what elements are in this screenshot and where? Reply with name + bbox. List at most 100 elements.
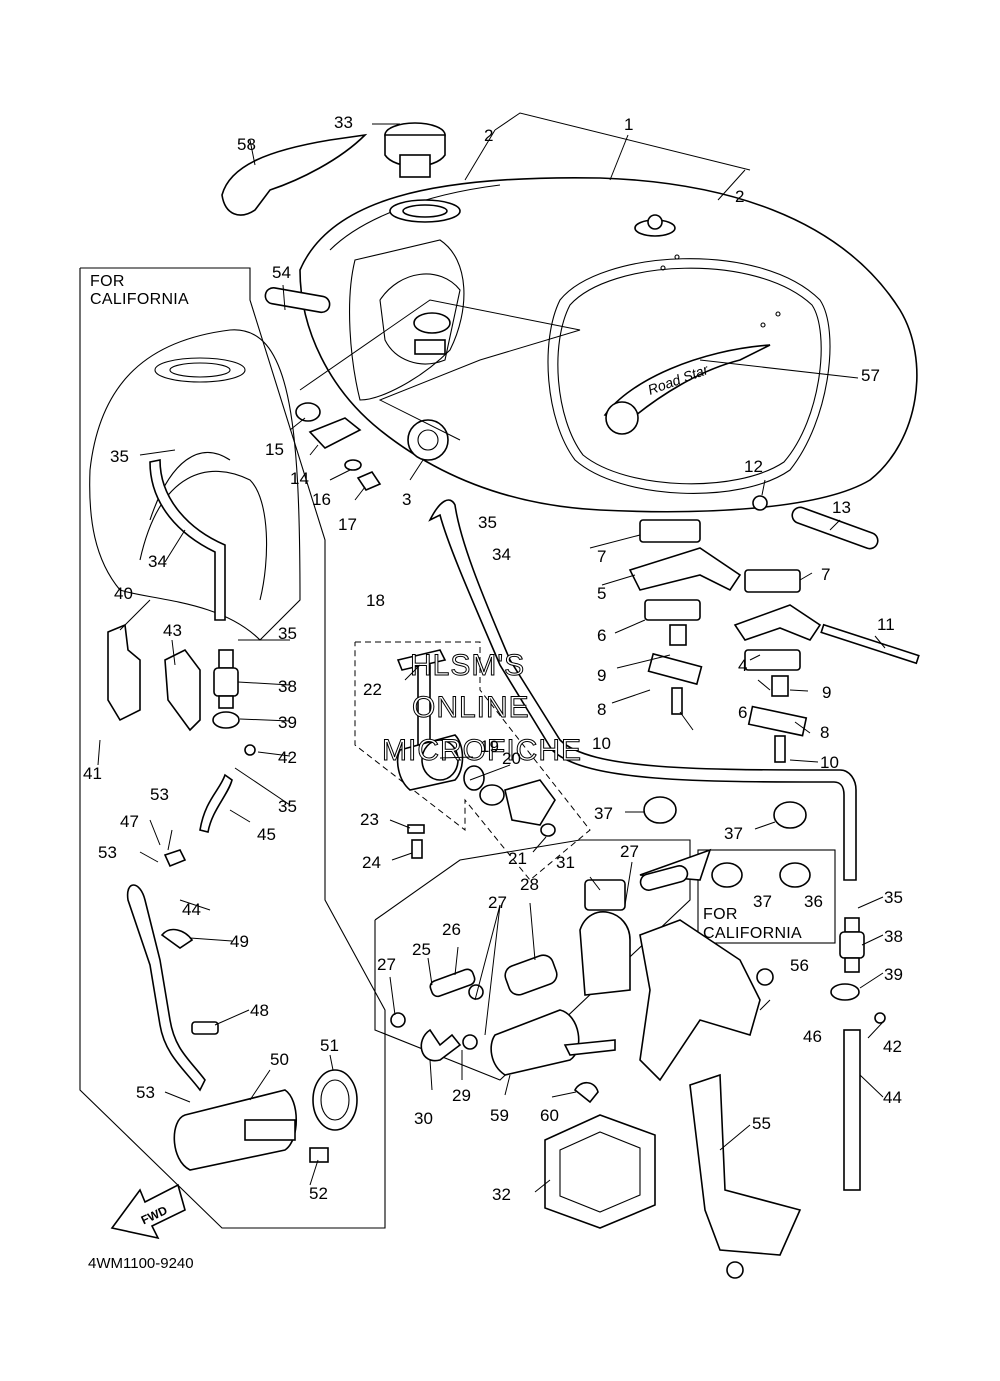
leader-lines: [97, 112, 886, 1193]
callout-9-b: 9: [822, 683, 831, 702]
callout-53-c: 53: [136, 1083, 155, 1102]
callout-30: 30: [414, 1109, 433, 1128]
petcock-group: [354, 641, 591, 881]
california-box-right-label-1: FOR: [703, 906, 738, 923]
callout-7-a: 7: [597, 547, 606, 566]
callout-37-a: 37: [594, 804, 613, 823]
callout-40: 40: [114, 584, 133, 603]
callout-35-e: 35: [884, 888, 903, 907]
callout-6-b: 6: [738, 703, 747, 722]
california-box-left-label-2: CALIFORNIA: [90, 291, 189, 308]
tank-inner-cutout: [379, 273, 461, 365]
callout-2-a: 2: [484, 126, 493, 145]
callout-54: 54: [272, 263, 291, 282]
callout-10-b: 10: [820, 753, 839, 772]
callout-13: 13: [832, 498, 851, 517]
right-fittings: [830, 917, 886, 1191]
callout-33: 33: [334, 113, 353, 132]
callout-29: 29: [452, 1086, 471, 1105]
callout-49: 49: [230, 932, 249, 951]
callout-25: 25: [412, 940, 431, 959]
callout-9-a: 9: [597, 666, 606, 685]
watermark-line-2: ONLINE: [412, 691, 530, 724]
fuel-tank: Road Star: [299, 176, 918, 513]
callout-22: 22: [363, 680, 382, 699]
california-parts: [107, 459, 358, 1171]
callout-20: 20: [502, 749, 521, 768]
callout-15: 15: [265, 440, 284, 459]
callout-44-a: 44: [182, 900, 201, 919]
doc-code: 4WM1100-9240: [88, 1255, 194, 1272]
callout-37-c: 37: [753, 892, 772, 911]
callout-60: 60: [540, 1106, 559, 1125]
callout-42-a: 42: [278, 748, 297, 767]
pump-assembly: [374, 839, 712, 1104]
callout-31: 31: [556, 853, 575, 872]
callout-38-a: 38: [278, 677, 297, 696]
callout-26: 26: [442, 920, 461, 939]
fuel-cap: [384, 122, 446, 178]
california-box-left: FOR CALIFORNIA: [79, 267, 386, 1229]
callout-58: 58: [237, 135, 256, 154]
callout-57: 57: [861, 366, 880, 385]
california-box-right-label-2: CALIFORNIA: [703, 925, 802, 942]
california-box-left-label-1: FOR: [90, 273, 125, 290]
california-box-right: FOR CALIFORNIA: [697, 849, 836, 944]
bracket-32-55: [544, 919, 802, 1279]
knee-pad: [221, 133, 368, 216]
callout-11: 11: [877, 615, 895, 634]
callout-56: 56: [790, 956, 809, 975]
callout-51: 51: [320, 1036, 339, 1055]
callout-34-b: 34: [492, 545, 511, 564]
watermark-line-3: MICROFICHE: [382, 734, 582, 767]
callout-27-b: 27: [488, 893, 507, 912]
callout-35-b: 35: [478, 513, 497, 532]
callout-45: 45: [257, 825, 276, 844]
callout-7-b: 7: [821, 565, 830, 584]
callout-34-a: 34: [148, 552, 167, 571]
callout-21: 21: [508, 849, 527, 868]
callout-24: 24: [362, 853, 381, 872]
callout-35-d: 35: [278, 797, 297, 816]
callout-39-a: 39: [278, 713, 297, 732]
callout-41: 41: [83, 764, 102, 783]
callout-36: 36: [804, 892, 823, 911]
callout-28: 28: [520, 875, 539, 894]
callout-44-b: 44: [883, 1088, 902, 1107]
callout-27-c: 27: [620, 842, 639, 861]
watermark-line-1: HLSM'S: [410, 649, 525, 682]
callout-16: 16: [312, 490, 331, 509]
fwd-arrow: FWD: [110, 1183, 186, 1240]
callout-43: 43: [163, 621, 182, 640]
callout-14: 14: [290, 469, 309, 488]
callout-53-b: 53: [98, 843, 117, 862]
callout-23: 23: [360, 810, 379, 829]
callout-53-a: 53: [150, 785, 169, 804]
callout-59: 59: [490, 1106, 509, 1125]
watermark: HLSM'S ONLINE MICROFICHE: [382, 649, 582, 768]
clamp-37a: [643, 796, 677, 824]
tube-54: [264, 287, 331, 314]
callout-4: 4: [738, 656, 747, 675]
callout-8-a: 8: [597, 700, 606, 719]
callout-32: 32: [492, 1185, 511, 1204]
callout-46: 46: [803, 1027, 822, 1046]
callout-39-b: 39: [884, 965, 903, 984]
small-parts-tank: [295, 402, 449, 491]
callout-37-b: 37: [724, 824, 743, 843]
callout-27-a: 27: [377, 955, 396, 974]
hose-34: [428, 499, 857, 881]
callout-35-c: 35: [278, 624, 297, 643]
callout-48: 48: [250, 1001, 269, 1020]
callout-17: 17: [338, 515, 357, 534]
clamp-37b: [773, 801, 807, 829]
callout-3: 3: [402, 490, 411, 509]
callout-5: 5: [597, 584, 606, 603]
callout-6-a: 6: [597, 626, 606, 645]
callout-1: 1: [624, 115, 633, 134]
callout-8-b: 8: [820, 723, 829, 742]
callout-35-a: 35: [110, 447, 129, 466]
callout-18: 18: [366, 591, 385, 610]
callout-47: 47: [120, 812, 139, 831]
